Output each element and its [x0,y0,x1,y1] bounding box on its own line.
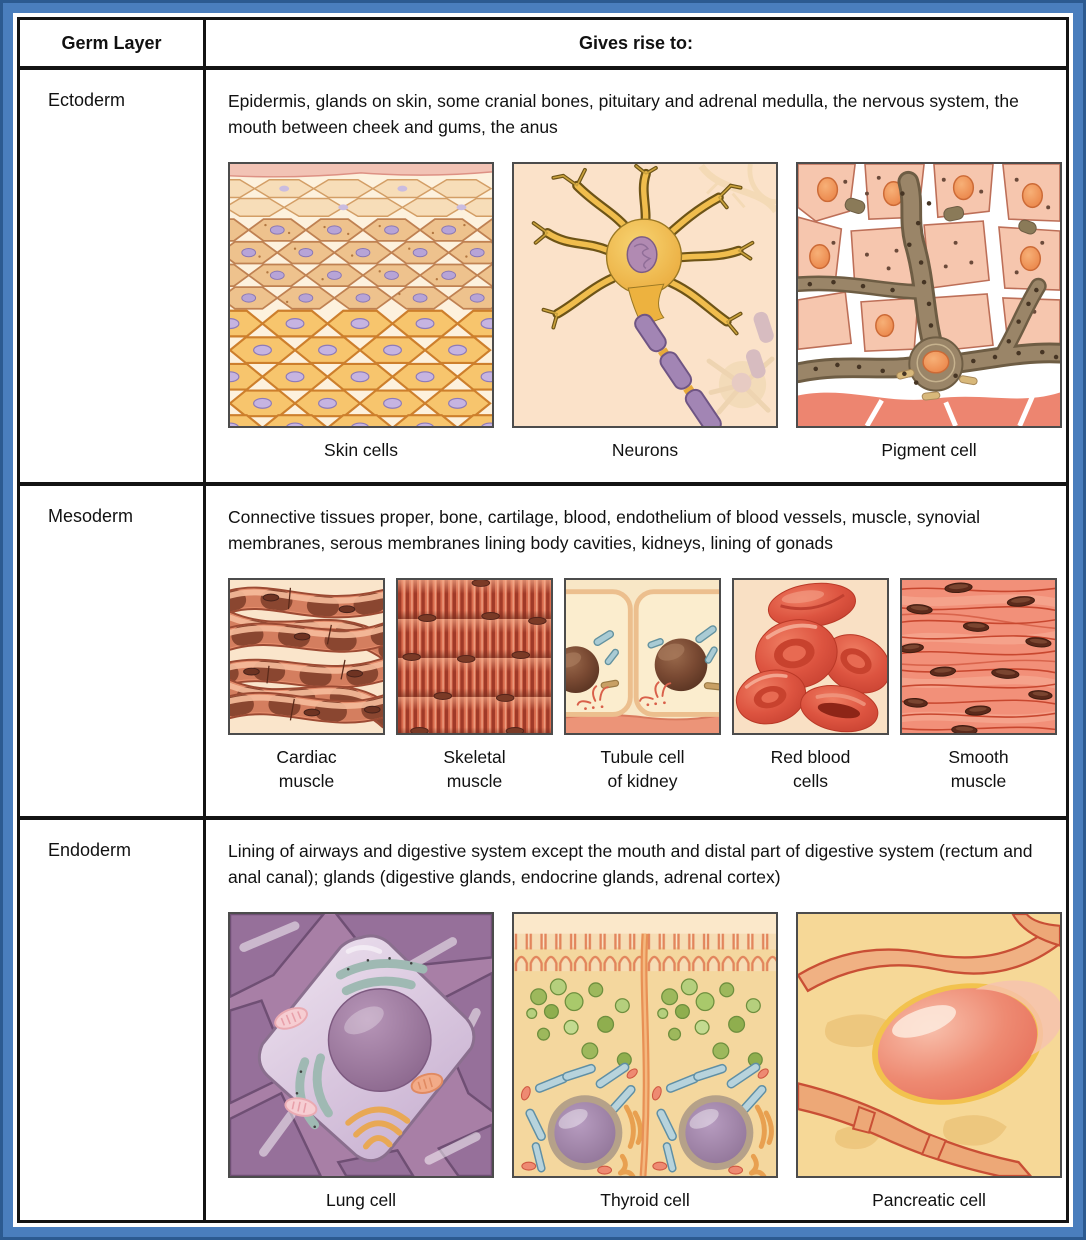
fig-kidney-tubule-cell: Tubule cell of kidney [564,578,721,793]
fig-lung-cell: Lung cell [228,912,494,1212]
fig-cardiac-muscle: Cardiac muscle [228,578,385,793]
ectoderm-content-cell: Epidermis, glands on skin, some cranial … [206,70,1066,482]
layer-label-ectoderm: Ectoderm [20,70,206,482]
header-cell-gives-rise-to: Gives rise to: [578,32,694,53]
neurons-illustration [512,162,778,428]
germ-layer-table: Germ Layer Gives rise to: Ectoderm Epide… [17,17,1069,1223]
caption-kidney-tubule-cell: Tubule cell of kidney [600,747,685,791]
table-row-mesoderm: Mesoderm Connective tissues proper, bone… [20,482,1066,816]
table-row-ectoderm: Ectoderm Epidermis, glands on skin, some… [20,66,1066,482]
fig-skin-cells: Skin cells [228,162,494,462]
fig-pigment-cell: Pigment cell [796,162,1062,462]
caption-neurons: Neurons [611,440,679,460]
smooth-muscle-illustration [900,578,1057,735]
endoderm-content-cell: Lining of airways and digestive system e… [206,820,1066,1220]
layer-label-mesoderm: Mesoderm [20,486,206,816]
caption-red-blood-cells: Red blood cells [770,747,851,791]
caption-thyroid-cell: Thyroid cell [600,1190,690,1210]
pancreatic-cell-illustration [796,912,1062,1178]
fig-pancreatic-cell: Pancreatic cell [796,912,1062,1212]
cardiac-muscle-illustration [228,578,385,735]
skeletal-muscle-illustration [396,578,553,735]
caption-skeletal-muscle: Skeletal muscle [443,747,506,791]
fig-neurons: Neurons [512,162,778,462]
fig-skeletal-muscle: Skeletal muscle [396,578,553,793]
kidney-tubule-cell-illustration [564,578,721,735]
endoderm-description: Lining of airways and digestive system e… [228,841,1033,887]
caption-lung-cell: Lung cell [325,1190,397,1210]
ectoderm-figures: Skin cells [228,162,1066,462]
mesoderm-figures: Cardiac muscle [228,578,1066,793]
fig-thyroid-cell: Thyroid cell [512,912,778,1212]
table-paper: Germ Layer Gives rise to: Ectoderm Epide… [13,13,1073,1227]
caption-cardiac-muscle: Cardiac muscle [276,747,337,791]
header-cell-germ-layer: Germ Layer [20,20,206,66]
fig-red-blood-cells: Red blood cells [732,578,889,793]
caption-smooth-muscle: Smooth muscle [948,747,1009,791]
mesoderm-description: Connective tissues proper, bone, cartila… [228,507,980,553]
ectoderm-description: Epidermis, glands on skin, some cranial … [228,91,1019,137]
endoderm-figures: Lung cell [228,912,1066,1212]
lung-cell-illustration [228,912,494,1178]
red-blood-cells-illustration [732,578,889,735]
fig-smooth-muscle: Smooth muscle [900,578,1057,793]
table-row-endoderm: Endoderm Lining of airways and digestive… [20,816,1066,1220]
pigment-cell-illustration [796,162,1062,428]
caption-pigment-cell: Pigment cell [881,440,977,460]
skin-cells-illustration [228,162,494,428]
mesoderm-content-cell: Connective tissues proper, bone, cartila… [206,486,1066,816]
caption-skin-cells: Skin cells [324,440,398,460]
thyroid-cell-illustration [512,912,778,1178]
table-header-row: Germ Layer Gives rise to: [20,20,1066,66]
layer-label-endoderm: Endoderm [20,820,206,1220]
caption-pancreatic-cell: Pancreatic cell [872,1190,986,1210]
